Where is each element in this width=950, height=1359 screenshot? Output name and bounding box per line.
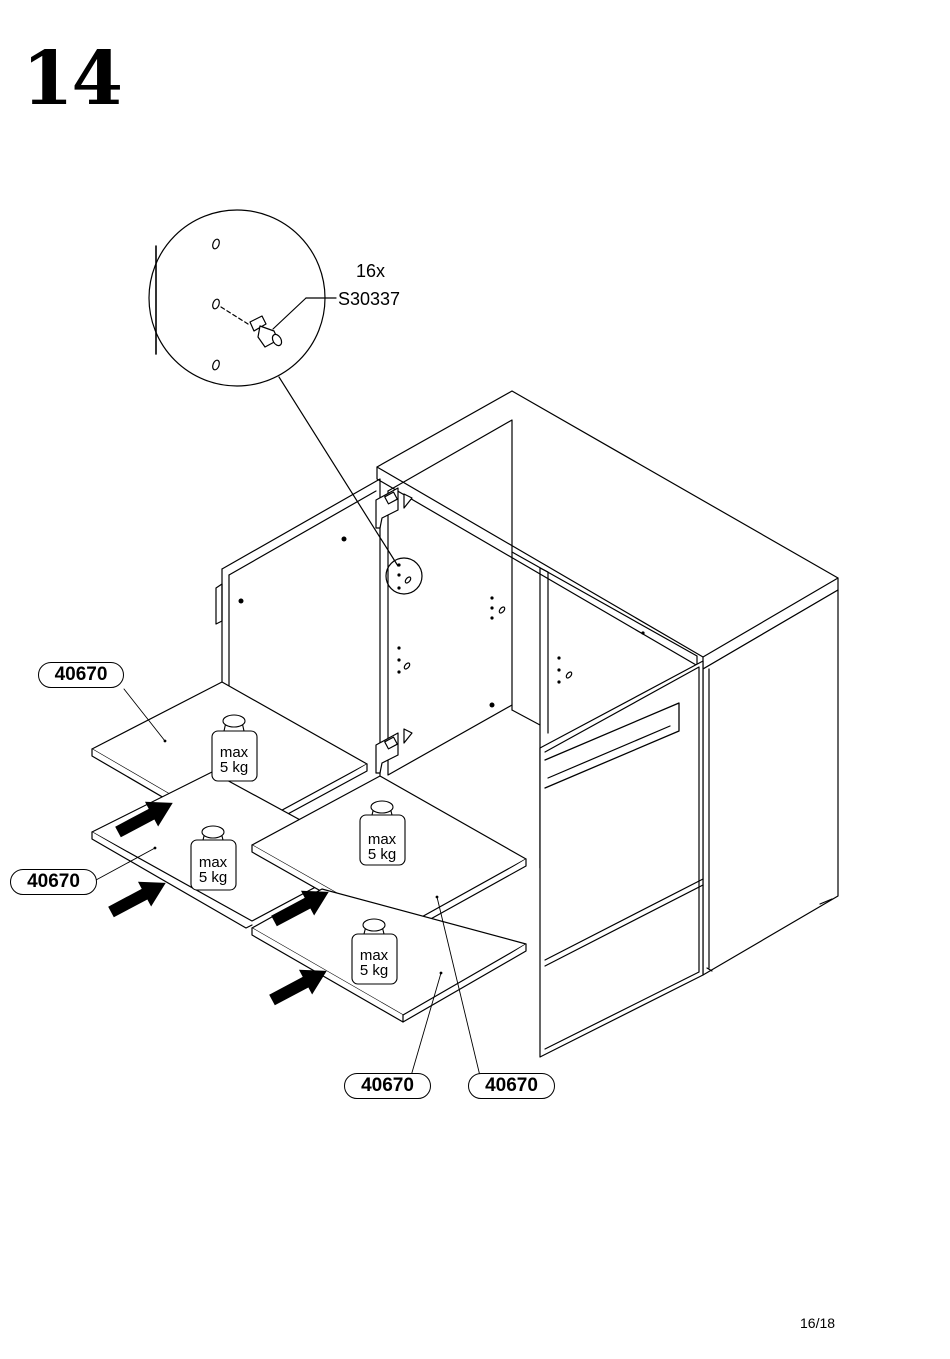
weight-limit-label: max 5 kg bbox=[219, 744, 249, 776]
shelf-part-label: 40670 bbox=[344, 1073, 431, 1099]
weight-icon bbox=[359, 800, 406, 866]
part-quantity: 16x bbox=[356, 261, 386, 281]
hinge-icon bbox=[375, 728, 413, 774]
weight-icon bbox=[211, 714, 258, 782]
insert-arrow-icon bbox=[108, 881, 166, 918]
weight-limit-label: max 5 kg bbox=[198, 854, 228, 886]
weight-icon bbox=[351, 918, 398, 985]
weight-icon bbox=[190, 825, 237, 891]
page-number: 16/18 bbox=[800, 1315, 836, 1331]
weight-limit-label: max 5 kg bbox=[359, 947, 389, 979]
part-code: S30337 bbox=[338, 289, 401, 309]
weight-limit-label: max 5 kg bbox=[367, 831, 397, 863]
step-number: 14 bbox=[22, 36, 123, 122]
insert-arrow-icon bbox=[269, 969, 327, 1006]
detail-magnifier bbox=[148, 209, 337, 387]
insert-arrow-icon bbox=[115, 801, 173, 838]
hinge-icon bbox=[375, 487, 413, 529]
insert-arrow-icon bbox=[271, 890, 329, 927]
cabinet bbox=[215, 390, 839, 1058]
shelf-part-label: 40670 bbox=[38, 662, 124, 688]
shelf-part-label: 40670 bbox=[10, 869, 97, 895]
shelf-part-label: 40670 bbox=[468, 1073, 555, 1099]
shelf-pin-icon bbox=[249, 315, 283, 348]
